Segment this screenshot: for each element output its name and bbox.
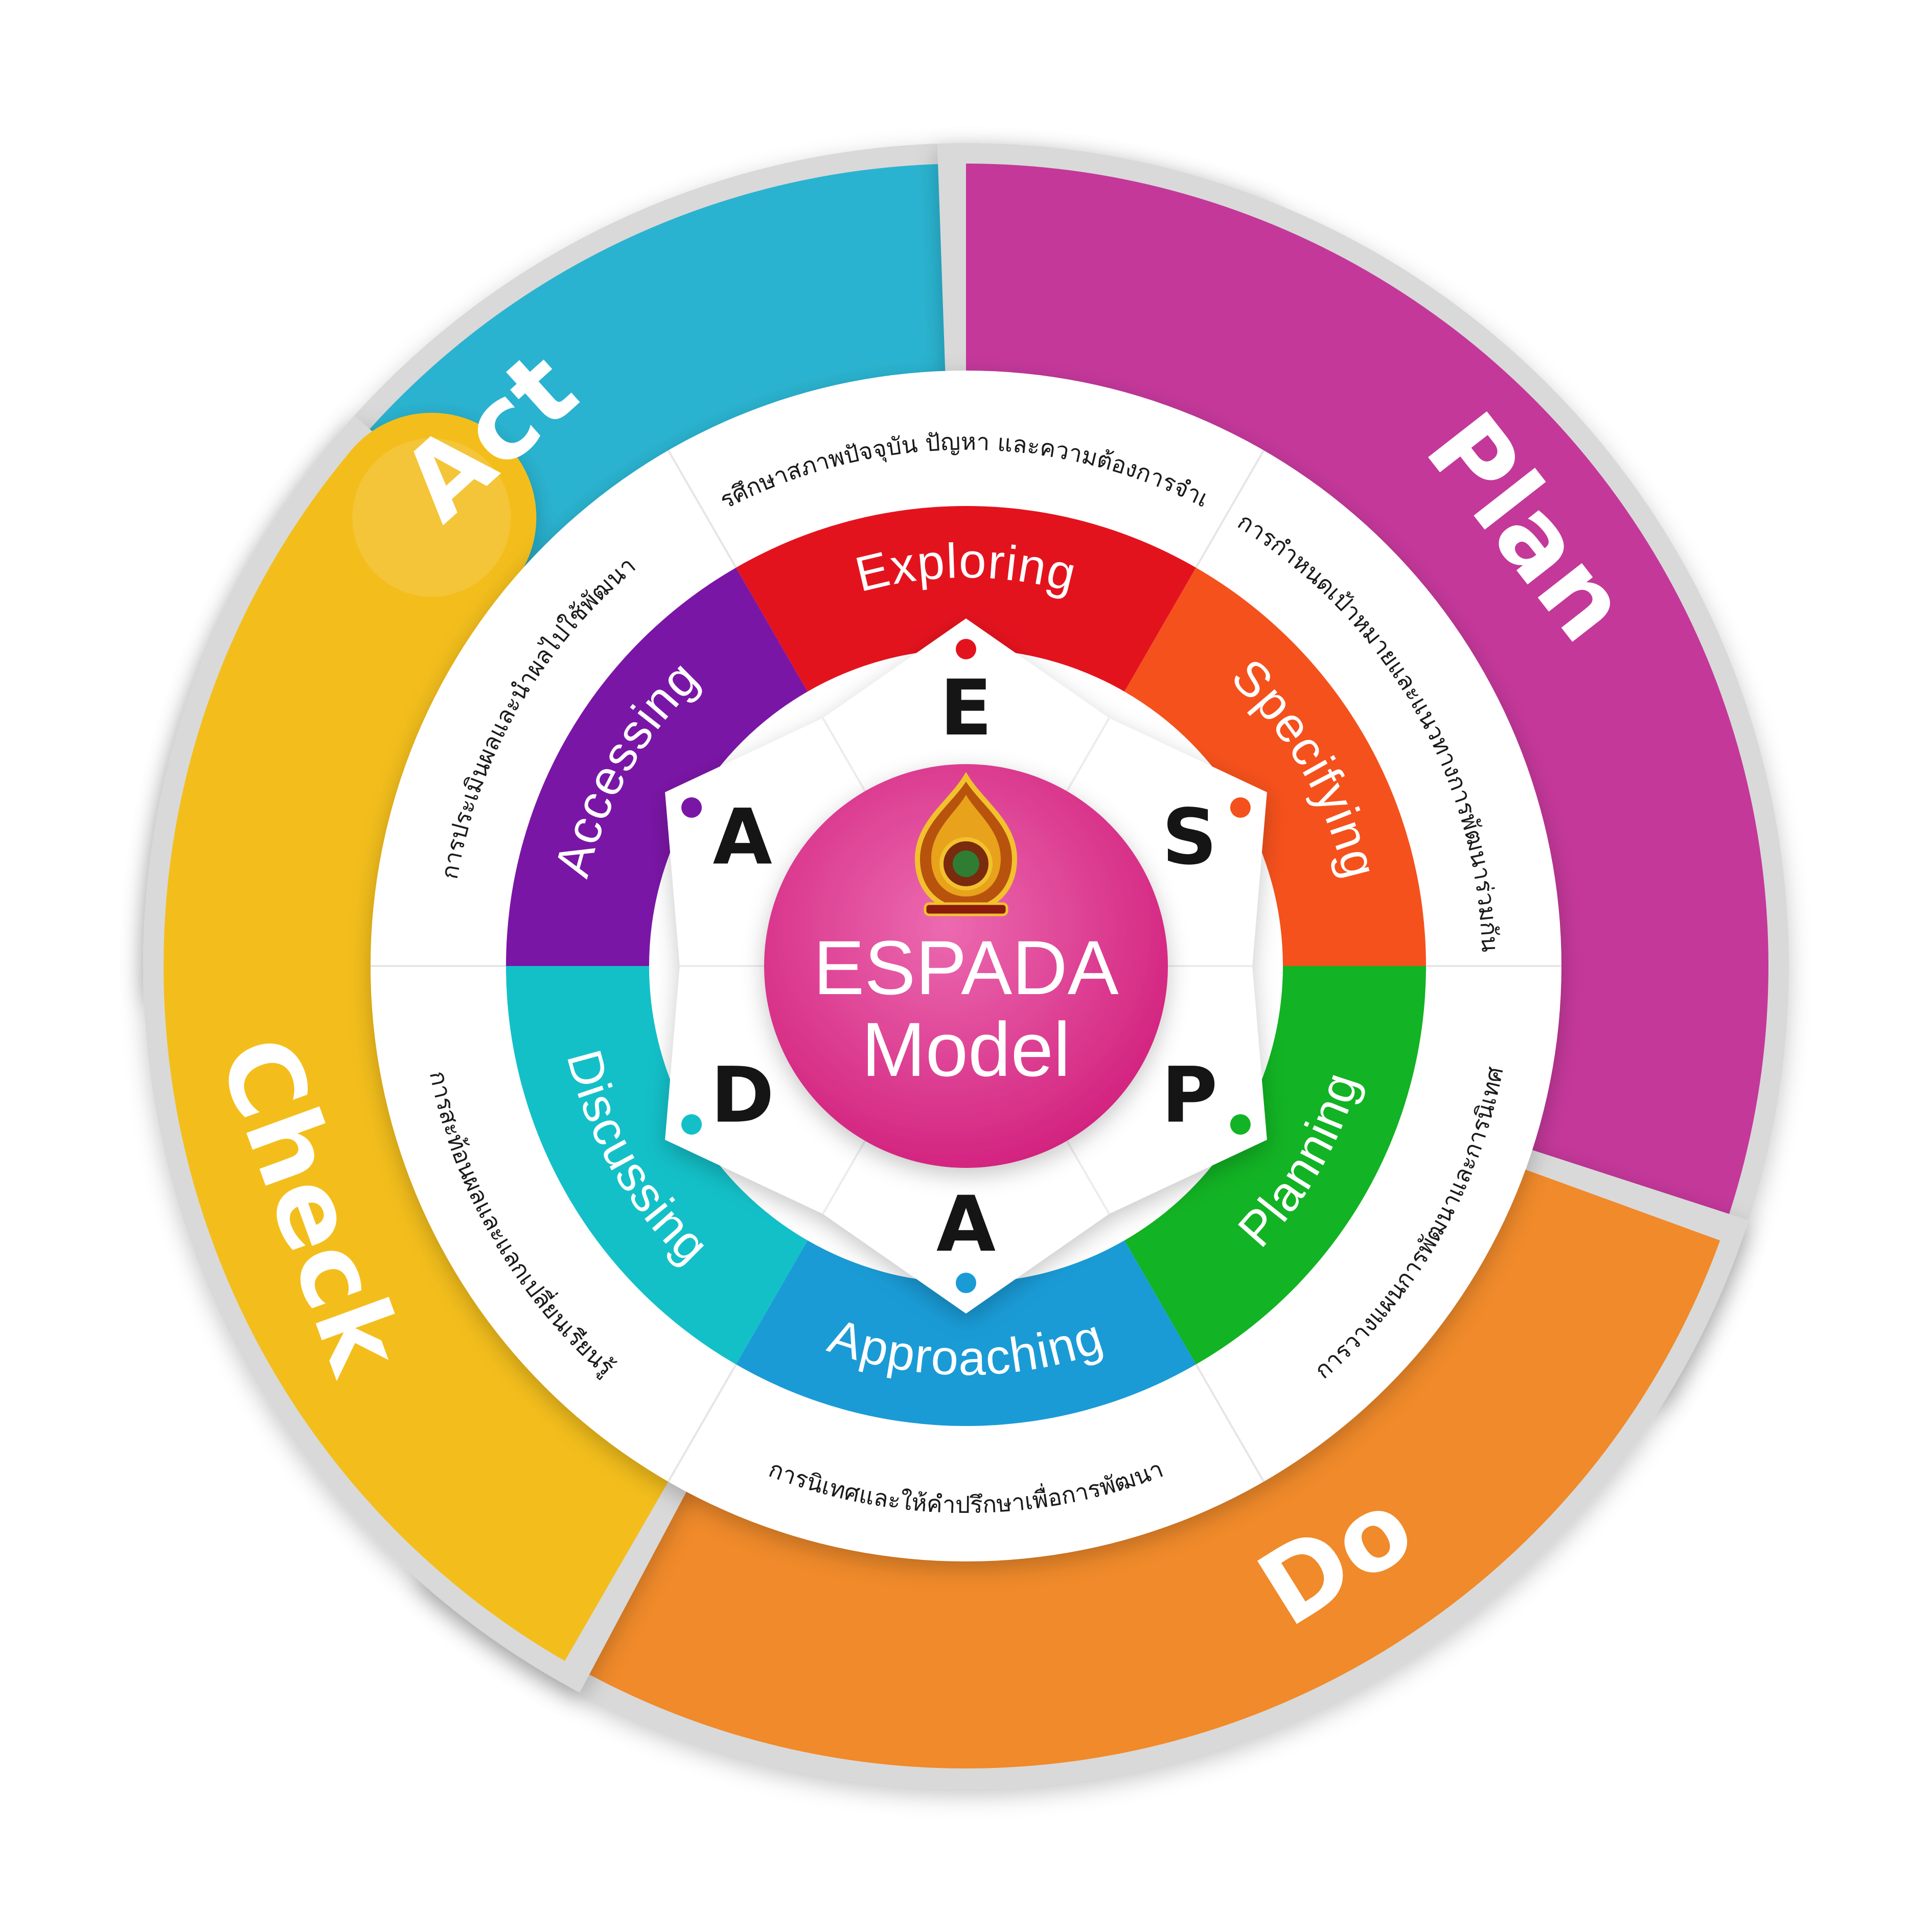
- step-dot-specifying: [1230, 797, 1251, 818]
- step-sector-exploring: [736, 506, 1196, 692]
- step-letter-accessing: A: [713, 793, 772, 882]
- step-sector-discussing: [506, 966, 808, 1365]
- center-circle: [764, 764, 1168, 1168]
- center-title-line2: Model: [862, 1006, 1071, 1092]
- step-letter-specifying: S: [1162, 793, 1217, 882]
- ring-divider: [1195, 450, 1265, 568]
- step-dot-discussing: [681, 1114, 702, 1135]
- step-sector-planning: [1124, 966, 1426, 1365]
- step-sector-approaching: [736, 1240, 1196, 1426]
- step-dot-planning: [1230, 1114, 1251, 1135]
- step-approaching: Approachingการนิเทศและให้คำปรึกษาเพื่อกา…: [736, 1240, 1196, 1519]
- pdca-petal-check: [143, 412, 693, 1693]
- step-dot-accessing: [681, 797, 702, 818]
- center-badge: ESPADA Model: [764, 764, 1168, 1168]
- step-letter-exploring: E: [940, 664, 992, 753]
- center-title-line1: ESPADA: [813, 925, 1118, 1010]
- ring-divider: [1195, 1364, 1265, 1482]
- step-dot-approaching: [956, 1273, 976, 1293]
- step-sector-specifying: [1124, 567, 1426, 966]
- step-sector-accessing: [506, 567, 808, 966]
- obec-emblem-icon: [914, 772, 1018, 916]
- ring-divider: [667, 450, 737, 568]
- step-dot-exploring: [956, 639, 976, 659]
- step-letter-discussing: D: [710, 1051, 774, 1140]
- step-letter-planning: P: [1161, 1051, 1217, 1140]
- step-letter-approaching: A: [936, 1180, 996, 1269]
- ring-divider: [667, 1364, 737, 1482]
